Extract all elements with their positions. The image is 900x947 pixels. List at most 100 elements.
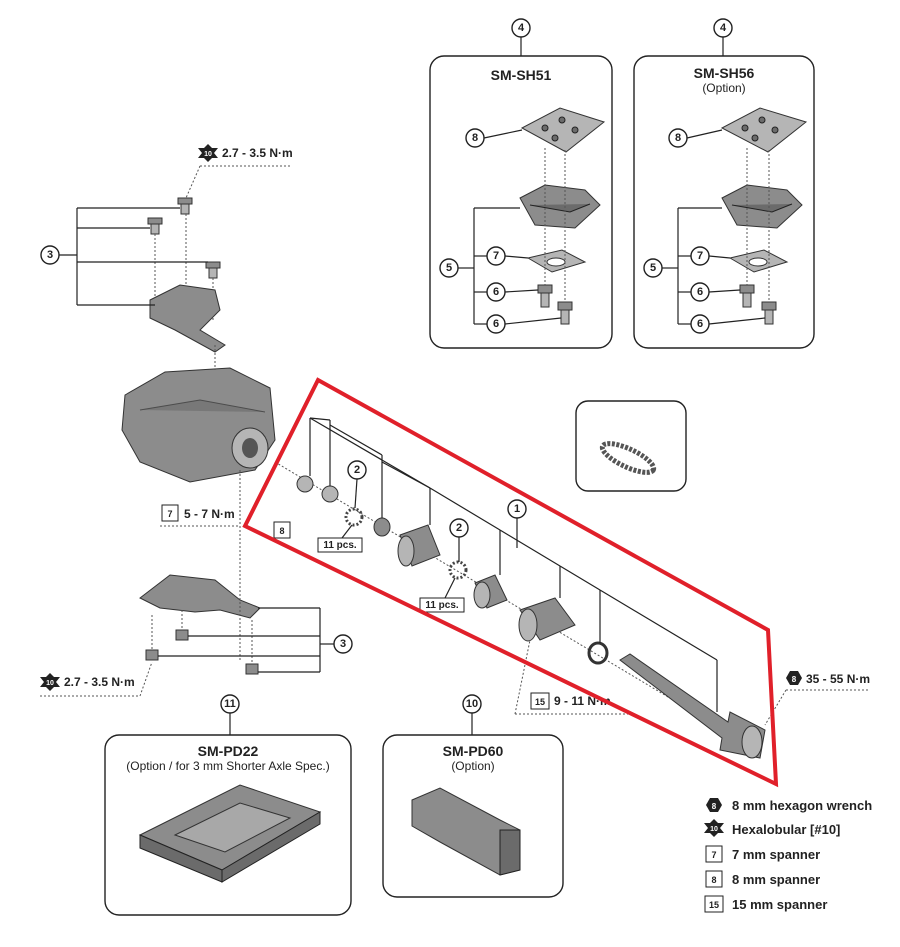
svg-text:8: 8 [711,875,716,885]
sm-sh51-callout-number: 4 [518,22,525,34]
cleat-bolt [761,301,777,311]
sm-sh56-subtitle: (Option) [702,81,745,95]
svg-text:8 mm hexagon wrench: 8 mm hexagon wrench [732,798,872,813]
svg-text:Hexalobular [#10]: Hexalobular [#10] [732,822,840,837]
torque-value-top: 2.7 - 3.5 N·m [222,146,293,160]
hex-icon [706,798,722,812]
svg-text:8 mm spanner: 8 mm spanner [732,872,820,887]
spanner-icon [705,870,723,888]
torque-value-hex-8: 35 - 55 N·m [806,672,870,686]
callout-2-a: 2 11 pcs. [317,460,367,553]
hexalobular-icon [198,144,218,162]
callout-circle [511,18,531,38]
ball-bearings [448,560,468,580]
cleat-nut-chain [599,441,657,475]
callout-7: 7 [697,250,703,262]
svg-text:2: 2 [354,464,360,476]
callout-8: 8 [675,132,681,144]
svg-text:3: 3 [47,249,53,261]
torque-value-bottom: 2.7 - 3.5 N·m [64,675,135,689]
cleat-plate [520,107,606,153]
bottom-binding-plate [139,574,261,619]
svg-text:15: 15 [709,900,719,910]
callout-2-b: 2 11 pcs. [419,518,469,613]
callout-6: 6 [493,318,499,330]
spanner-icon [530,692,550,710]
sm-pd60-callout-number: 10 [466,698,478,710]
svg-text:8: 8 [792,675,797,684]
pcs-label-b: 11 pcs. [425,600,459,611]
svg-text:7 mm spanner: 7 mm spanner [732,847,820,862]
top-binding-plate [149,284,226,353]
cleat-nut-group: 9 [575,400,687,492]
svg-text:8: 8 [712,802,717,811]
svg-text:1: 1 [514,503,520,515]
hexalobular-icon [40,673,60,691]
cleat-bolt [739,284,755,294]
sm-pd60-title: SM-PD60 [443,743,504,759]
ball-bearings [344,507,364,527]
sm-pd22-title: SM-PD22 [198,743,259,759]
bushing [296,475,314,493]
legend-item-hexalobular: 10 Hexalobular [#10] [704,819,840,837]
callout-6: 6 [697,318,703,330]
cone [373,517,391,537]
svg-text:7: 7 [167,509,172,519]
tool-legend: 8 8 mm hexagon wrench 10 Hexalobular [#1… [704,798,872,913]
spanner-icon [705,845,723,863]
sm-pd22-subtitle: (Option / for 3 mm Shorter Axle Spec.) [126,759,329,773]
sm-pd60-group: 10 SM-PD60 (Option) [382,694,564,898]
legend-item-spanner-7: 7 7 mm spanner [705,845,820,863]
sm-sh56-title: SM-SH56 [694,65,755,81]
torque-hex-8: 8 35 - 55 N·m [764,671,870,726]
svg-text:15: 15 [535,697,545,707]
hexalobular-icon [704,819,724,837]
sm-sh56-callout-number: 4 [720,22,727,34]
o-ring [587,641,609,665]
torque-top: 10 2.7 - 3.5 N·m [185,144,293,199]
callout-6: 6 [493,286,499,298]
torque-spanner-15: 15 9 - 11 N·m [514,639,630,715]
sm-pd60-subtitle: (Option) [451,759,494,773]
legend-item-spanner-8: 8 8 mm spanner [705,870,820,888]
sm-pd22-group: 11 SM-PD22 (Option / for 3 mm Shorter Ax… [104,694,352,916]
legend-item-hex: 8 8 mm hexagon wrench [706,798,872,813]
pcs-label-a: 11 pcs. [323,540,357,551]
callout-3-bottom: 3 [158,607,353,673]
callout-5: 5 [446,262,452,274]
svg-text:3: 3 [340,638,346,650]
legend-item-spanner-15: 15 15 mm spanner [704,895,827,913]
svg-text:10: 10 [46,680,54,687]
bushing [321,485,339,503]
axle-parts: 1 2 11 pcs. [274,417,766,759]
svg-text:15 mm spanner: 15 mm spanner [732,897,827,912]
sm-pd22-callout-number: 11 [224,698,236,710]
spanner-icon [161,504,179,522]
cleat-bolt [557,301,573,311]
axle-spindle [619,653,766,759]
callout-3-top: 3 [40,207,208,306]
callout-7: 7 [493,250,499,262]
svg-text:2: 2 [456,522,462,534]
torque-spanner-7: 7 5 - 7 N·m [160,504,240,527]
callout-6: 6 [697,286,703,298]
cleat-plate [720,107,808,153]
svg-text:10: 10 [204,151,212,158]
sm-sh56-group: 4 SM-SH56 (Option) 8 5 7 6 6 [633,18,815,349]
callout-1-bracket: 1 [309,417,718,712]
cleat-bolt [537,284,553,294]
spanner-icon [273,521,291,539]
highlight-outline [242,377,779,788]
cleat-nut-box [575,400,687,492]
callout-8: 8 [472,132,478,144]
torque-bottom: 10 2.7 - 3.5 N·m [40,661,153,697]
spanner-icon [704,895,724,913]
pedal-assembly [121,197,276,675]
callout-5: 5 [650,262,656,274]
sm-sh51-group: 4 SM-SH51 8 5 7 6 6 [429,18,613,349]
sm-sh51-title: SM-SH51 [491,67,552,83]
torque-value-spanner-7: 5 - 7 N·m [184,507,235,521]
svg-text:10: 10 [710,826,718,833]
